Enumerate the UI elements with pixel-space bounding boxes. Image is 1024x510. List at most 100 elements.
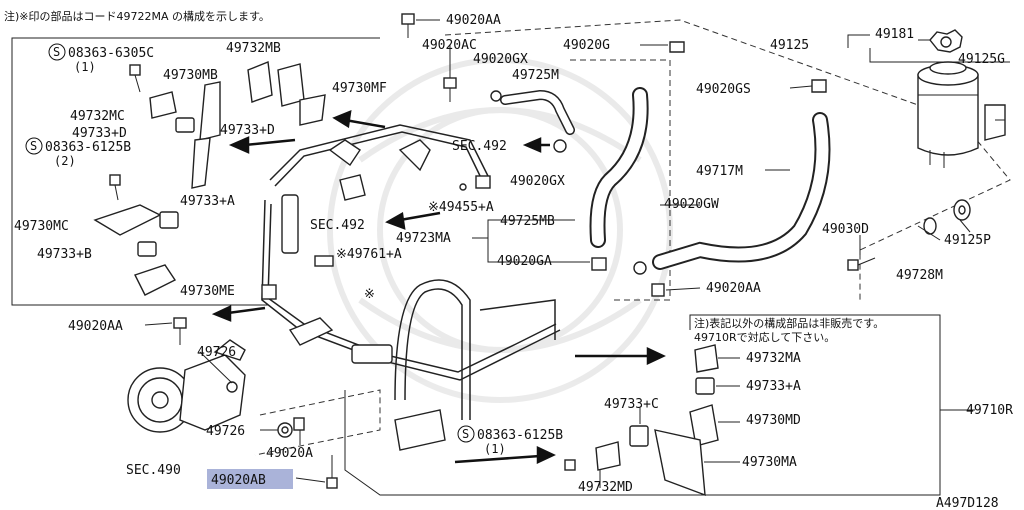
fitting-49455A xyxy=(459,175,491,191)
clamp-49020G xyxy=(669,41,685,53)
label-sec492-a[interactable]: SEC.492 xyxy=(452,139,507,154)
s-mark-text: S xyxy=(53,45,60,59)
label-49725MB[interactable]: 49725MB xyxy=(500,214,555,229)
label-49723MA[interactable]: 49723MA xyxy=(396,231,451,246)
label-49733D-b[interactable]: 49733+D xyxy=(220,123,275,138)
label-49020AC[interactable]: 49020AC xyxy=(422,38,477,53)
header-note: 注)※印の部品はコード49722MA の構成を示します。 xyxy=(4,9,270,23)
bolt-49020A xyxy=(293,417,305,431)
label-49020AA-left[interactable]: 49020AA xyxy=(68,319,123,334)
label-49733B[interactable]: 49733+B xyxy=(37,247,92,262)
bracket-49730MB xyxy=(191,81,221,189)
label-49733D-a[interactable]: 49733+D xyxy=(72,126,127,141)
label-49020AB[interactable]: 49020AB xyxy=(211,473,266,488)
label-08363-6125B[interactable]: 08363-6125B xyxy=(45,140,131,155)
bolt-49020AA-top xyxy=(401,13,415,38)
bolt-49020AA-mid xyxy=(651,283,665,297)
label-49733A-right[interactable]: 49733+A xyxy=(746,379,801,394)
label-sec492-b[interactable]: SEC.492 xyxy=(310,218,365,233)
label-49732MA[interactable]: 49732MA xyxy=(746,351,801,366)
label-49730MA[interactable]: 49730MA xyxy=(742,455,797,470)
label-49761A[interactable]: ※49761+A xyxy=(336,247,402,262)
bracket-49730MA xyxy=(654,429,706,497)
label-49125P[interactable]: 49125P xyxy=(944,233,991,248)
label-49020GS[interactable]: 49020GS xyxy=(696,82,751,97)
label-sec490[interactable]: SEC.490 xyxy=(126,463,181,478)
bracket-49732MB xyxy=(247,61,305,107)
diagram-code: A497D128 xyxy=(936,496,999,510)
label-49125G[interactable]: 49125G xyxy=(958,52,1005,67)
label-49730MD[interactable]: 49730MD xyxy=(746,413,801,428)
label-49730ME[interactable]: 49730ME xyxy=(180,284,235,299)
bracket-49730MC xyxy=(93,204,162,236)
clamp-49020GX-b xyxy=(553,139,567,153)
reservoir-bracket xyxy=(984,104,1006,141)
bracket-49730ME xyxy=(134,264,177,296)
clamp-49732MD xyxy=(595,441,621,471)
s-mark-icon xyxy=(25,137,43,155)
label-49030D[interactable]: 49030D xyxy=(822,222,869,237)
label-49732MD[interactable]: 49732MD xyxy=(578,480,633,495)
clamp-49020GW xyxy=(633,261,647,275)
label-49020G[interactable]: 49020G xyxy=(563,38,610,53)
clamp-49020GX-a xyxy=(490,90,502,102)
grommet-49125P xyxy=(953,199,971,221)
label-qty-1-a: (1) xyxy=(74,60,96,74)
label-49125[interactable]: 49125 xyxy=(770,38,809,53)
label-49020AA-top[interactable]: 49020AA xyxy=(446,13,501,28)
label-49020AA-mid[interactable]: 49020AA xyxy=(706,281,761,296)
washer-49726 xyxy=(277,422,293,438)
dashed-zone-bottom xyxy=(254,389,381,456)
label-qty-1-b: (1) xyxy=(484,442,506,456)
highlight-box xyxy=(207,469,293,489)
clamp-49732MC xyxy=(149,91,177,119)
label-49717M[interactable]: 49717M xyxy=(696,164,743,179)
high-pressure-hose-49723MA xyxy=(261,194,393,364)
label-49455A[interactable]: ※49455+A xyxy=(428,200,494,215)
label-49020GX-b[interactable]: 49020GX xyxy=(510,174,565,189)
label-08363-6305C[interactable]: 08363-6305C xyxy=(68,46,154,61)
footer-note-2: 49710Rで対応して下さい。 xyxy=(694,330,835,344)
label-49020GW[interactable]: 49020GW xyxy=(664,197,719,212)
label-49730MC[interactable]: 49730MC xyxy=(14,219,69,234)
bolt-08363-6125B-b xyxy=(564,459,576,471)
s-mark-icon xyxy=(48,43,66,61)
label-49733C[interactable]: 49733+C xyxy=(604,397,659,412)
label-49020GA[interactable]: 49020GA xyxy=(497,254,552,269)
power-steering-pump xyxy=(127,339,246,433)
s-mark-text: S xyxy=(462,427,469,441)
label-49725M[interactable]: 49725M xyxy=(512,68,559,83)
label-08363-6125B-b[interactable]: 08363-6125B xyxy=(477,428,563,443)
clamp-49020GS xyxy=(811,79,827,93)
bolt-08363-6305C xyxy=(129,64,141,93)
bolt-49020AB xyxy=(326,455,338,489)
insulator-49733D xyxy=(175,117,195,133)
bracket-49730MF xyxy=(299,94,326,126)
reservoir-tank xyxy=(917,61,979,168)
dashed-zone-mid xyxy=(570,59,671,301)
label-49020A[interactable]: 49020A xyxy=(266,446,313,461)
bolt-49020AC xyxy=(443,77,457,102)
insulator-49733A-right xyxy=(695,377,715,395)
label-qty-2: (2) xyxy=(54,154,76,168)
label-49732MB[interactable]: 49732MB xyxy=(226,41,281,56)
label-49733A-left[interactable]: 49733+A xyxy=(180,194,235,209)
label-49181[interactable]: 49181 xyxy=(875,27,914,42)
clamp-49020GA xyxy=(591,257,607,271)
assembly-frame-49710R xyxy=(344,314,941,496)
bracket-49730MD xyxy=(689,404,719,447)
arrows xyxy=(211,110,666,464)
label-49710R[interactable]: 49710R xyxy=(966,403,1013,418)
s-mark-icon xyxy=(457,425,475,443)
label-49020GX-a[interactable]: 49020GX xyxy=(473,52,528,67)
label-49730MF[interactable]: 49730MF xyxy=(332,81,387,96)
label-49730MB[interactable]: 49730MB xyxy=(163,68,218,83)
part-labels: 49020AA 49020AC 49020GX 49020G 49125 491… xyxy=(14,13,1013,510)
label-49726-b[interactable]: 49726 xyxy=(206,424,245,439)
label-49732MC[interactable]: 49732MC xyxy=(70,109,125,124)
leader-lines xyxy=(144,19,1010,488)
label-49728M[interactable]: 49728M xyxy=(896,268,943,283)
label-49726-a[interactable]: 49726 xyxy=(197,345,236,360)
